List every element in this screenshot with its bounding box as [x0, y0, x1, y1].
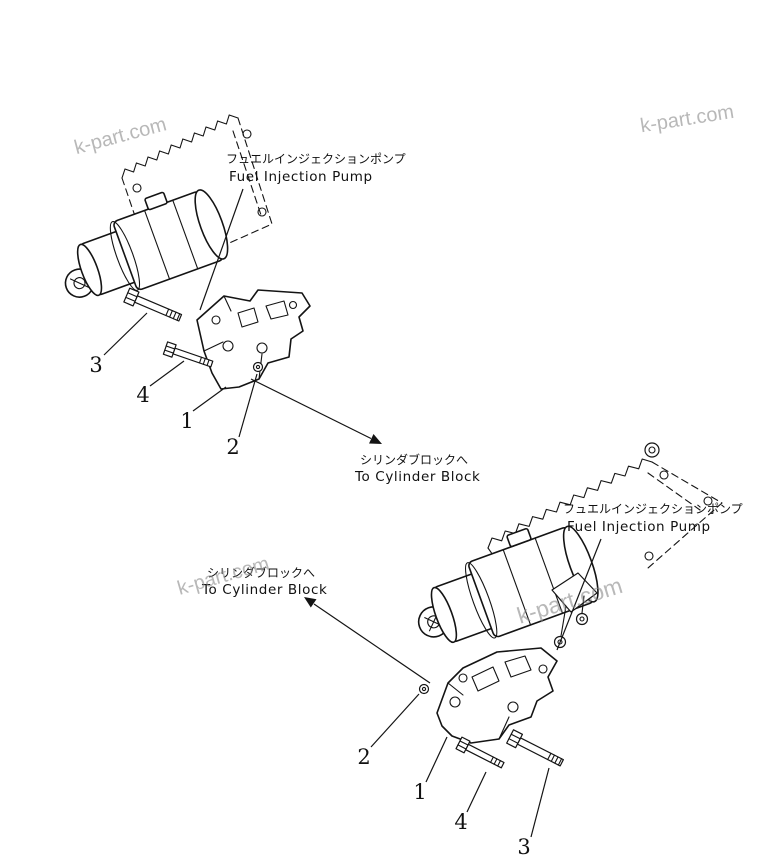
callout-part1: 1: [413, 780, 426, 804]
callout-part3: 3: [517, 835, 530, 858]
top-bolt-part4: [162, 341, 214, 368]
to-cylinder-block-label-en: To Cylinder Block: [354, 469, 480, 485]
pump-label-jp: フュエルインジェクションポンプ: [563, 502, 743, 516]
flange-bolt: [575, 612, 589, 626]
to-cylinder-block-label-jp: シリンダブロックへ: [360, 452, 468, 467]
leader-line: [530, 767, 550, 838]
leader-line: [370, 693, 420, 748]
callout-part4: 4: [454, 810, 467, 834]
callout-part1: 1: [180, 409, 193, 433]
bottom-callouts: 2 1 4 3: [357, 693, 550, 858]
pump-label-jp: フュエルインジェクションポンプ: [226, 152, 406, 166]
serrated-edge: [121, 114, 239, 179]
top-fuel-injection-pump-drawing: [64, 189, 229, 298]
plate-hole: [703, 496, 713, 506]
bottom-pump-label: フュエルインジェクションポンプ Fuel Injection Pump: [556, 502, 743, 651]
leader-line: [556, 538, 602, 651]
pump-label-en: Fuel Injection Pump: [229, 169, 373, 185]
arrowhead-icon: [304, 597, 317, 608]
top-callouts: 3 4 1 2: [89, 312, 258, 459]
leader-line: [466, 771, 487, 813]
leader-line: [425, 736, 448, 783]
bottom-washer-part2: [418, 683, 430, 695]
callout-part2: 2: [357, 745, 370, 769]
bracket-hole: [507, 701, 519, 713]
bottom-fuel-injection-pump-drawing: [417, 525, 599, 644]
plate-hole: [242, 129, 252, 139]
bottom-to-cylinder-block-arrow: シリンダブロックへ To Cylinder Block: [201, 565, 431, 684]
arrowhead-icon: [369, 434, 382, 444]
bracket-hole: [211, 315, 221, 325]
leader-line: [192, 386, 227, 412]
leader-line: [199, 188, 244, 311]
bracket-hole: [256, 342, 268, 354]
bracket-hole: [538, 664, 548, 674]
callout-part3: 3: [89, 353, 102, 377]
pump-label-en: Fuel Injection Pump: [567, 519, 711, 535]
bracket-hole: [449, 696, 461, 708]
leader-line: [149, 360, 185, 387]
plate-hole: [644, 551, 654, 561]
bottom-mounting-bracket-drawing: [436, 647, 558, 744]
to-cylinder-block-label-en: To Cylinder Block: [201, 582, 327, 598]
top-bolt-part3: [123, 287, 183, 322]
callout-part2: 2: [226, 435, 239, 459]
bottom-assembly: 2 1 4 3 シリンダブロックへ To Cylinder Block フュエル…: [201, 442, 743, 858]
top-assembly: 3 4 1 2 シリンダブロックへ To Cylinder Block フュエル…: [64, 114, 480, 485]
to-cylinder-block-label-jp: シリンダブロックへ: [207, 565, 315, 580]
plate-hole: [132, 183, 142, 193]
callout-part4: 4: [136, 383, 149, 407]
bracket-hole: [222, 340, 234, 352]
leader-line: [238, 373, 258, 438]
top-pump-label: フュエルインジェクションポンプ Fuel Injection Pump: [199, 152, 406, 311]
plate-fitting: [644, 442, 660, 458]
bottom-bolt-part4: [455, 736, 505, 769]
top-washer-part2: [252, 361, 264, 373]
leader-line: [103, 312, 148, 356]
plate-hole: [257, 207, 267, 217]
bottom-bolt-part3: [506, 729, 564, 767]
plate-hole: [659, 470, 669, 480]
bracket-hole: [458, 673, 468, 683]
top-to-cylinder-block-arrow: シリンダブロックへ To Cylinder Block: [250, 378, 480, 485]
bracket-hole: [288, 300, 298, 310]
